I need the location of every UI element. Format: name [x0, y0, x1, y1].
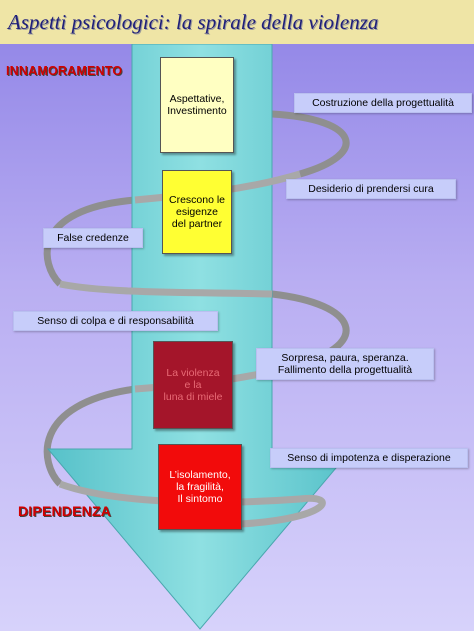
box-aspettative: Aspettative, Investimento: [160, 57, 234, 153]
main-arrow: [46, 44, 354, 630]
page-title: Aspetti psicologici: la spirale della vi…: [8, 9, 379, 34]
stage-end-label: DIPENDENZA: [18, 503, 112, 519]
box-esigenze: Crescono le esigenze del partner: [162, 170, 232, 254]
box-violenza-text: La violenza e la luna di miele: [163, 367, 223, 403]
label-senso-di-colpa: Senso di colpa e di responsabilità: [13, 311, 218, 331]
box-aspettative-text: Aspettative, Investimento: [167, 93, 227, 117]
stage-start-label: INNAMORAMENTO: [6, 64, 123, 78]
label-false-credenze: False credenze: [43, 228, 143, 248]
box-isolamento-text: L’isolamento, la fragilità, Il sintomo: [169, 469, 231, 505]
box-esigenze-text: Crescono le esigenze del partner: [168, 194, 226, 230]
spiral-graphic: [43, 44, 354, 630]
spiral-diagram: INNAMORAMENTO DIPENDENZA Aspettative, In…: [0, 44, 474, 631]
label-desiderio: Desiderio di prendersi cura: [286, 179, 456, 199]
box-isolamento: L’isolamento, la fragilità, Il sintomo: [158, 444, 242, 530]
label-impotenza: Senso di impotenza e disperazione: [270, 448, 468, 468]
box-violenza: La violenza e la luna di miele: [153, 341, 233, 429]
label-progettualita: Costruzione della progettualità: [294, 93, 472, 113]
title-band: Aspetti psicologici: la spirale della vi…: [0, 0, 474, 44]
label-sorpresa: Sorpresa, paura, speranza. Fallimento de…: [256, 348, 434, 380]
